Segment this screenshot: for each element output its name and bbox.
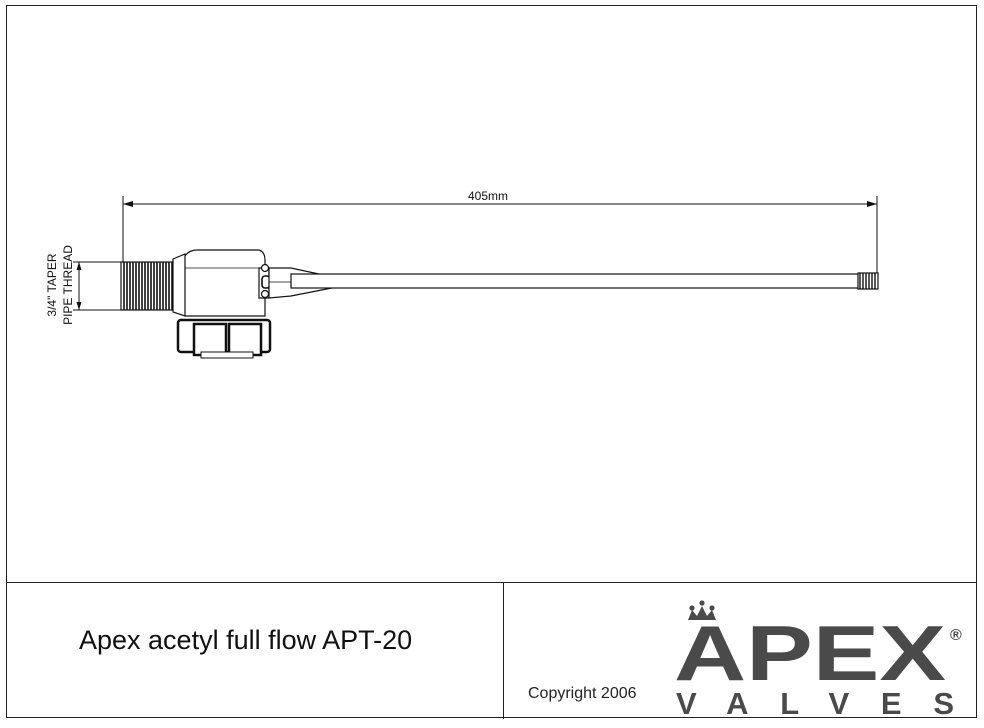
logo-brand-word: APEX [674,609,946,697]
valve-body [184,249,266,317]
logo-cell: Copyright 2006 APEX ® VALVES [504,582,976,719]
title-block: Apex acetyl full flow APT-20 Copyright 2… [7,582,976,719]
dimension-label: 405mm [468,189,508,203]
threaded-inlet [120,261,176,311]
thread-label-line1: 3/4" TAPER [45,253,59,317]
thread-arrow-bottom [76,302,82,310]
outlet-nut [176,318,272,359]
float-rod [290,273,862,289]
inlet-thread-pattern [123,262,173,310]
title-cell: Apex acetyl full flow APT-20 [7,582,504,719]
crown-icon [688,600,716,620]
drawing-sheet: 405mm 3/4" TAPER PIPE THREAD [6,5,977,719]
thread-dimension [73,261,121,311]
dimension-arrow-right [867,201,877,207]
product-title: Apex acetyl full flow APT-20 [79,625,413,655]
valve-drawing: 405mm 3/4" TAPER PIPE THREAD [45,189,879,359]
copyright-text: Copyright 2006 [528,685,637,702]
lever-pivot [258,263,271,299]
dimension-arrow-left [123,201,133,207]
apex-valves-logo: APEX ® VALVES [674,600,962,719]
overall-dimension [122,196,878,274]
drawing-area: 405mm 3/4" TAPER PIPE THREAD [7,6,976,583]
thread-label-line2: PIPE THREAD [61,245,75,325]
rod-threaded-end [857,272,879,290]
thread-arrow-top [76,262,82,270]
registered-mark: ® [950,627,962,644]
